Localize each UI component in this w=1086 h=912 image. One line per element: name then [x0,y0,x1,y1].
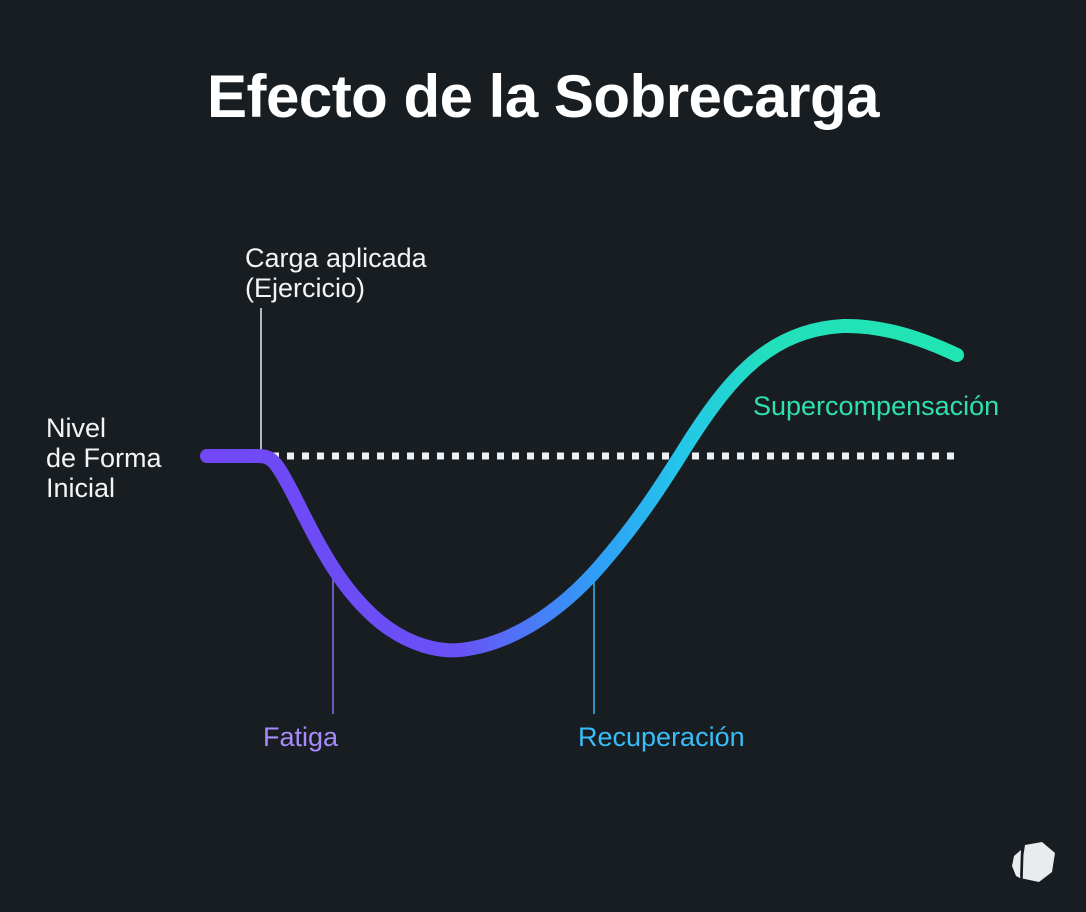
nivel-line-2: de Forma [46,443,162,473]
hexagon-logo-icon [1012,842,1055,882]
carga-line-1: Carga aplicada [245,243,427,273]
recuperacion-label: Recuperación [578,722,745,752]
supercompensacion-label: Supercompensación [753,391,1000,421]
nivel-forma-inicial-label: Nivel de Forma Inicial [46,413,162,503]
page-title: Efecto de la Sobrecarga [206,63,880,130]
carga-aplicada-label: Carga aplicada (Ejercicio) [245,243,427,303]
nivel-line-3: Inicial [46,473,116,503]
form-level-curve [200,318,964,658]
carga-line-2: (Ejercicio) [245,273,366,303]
nivel-line-1: Nivel [46,413,107,443]
fatiga-label: Fatiga [263,722,339,752]
